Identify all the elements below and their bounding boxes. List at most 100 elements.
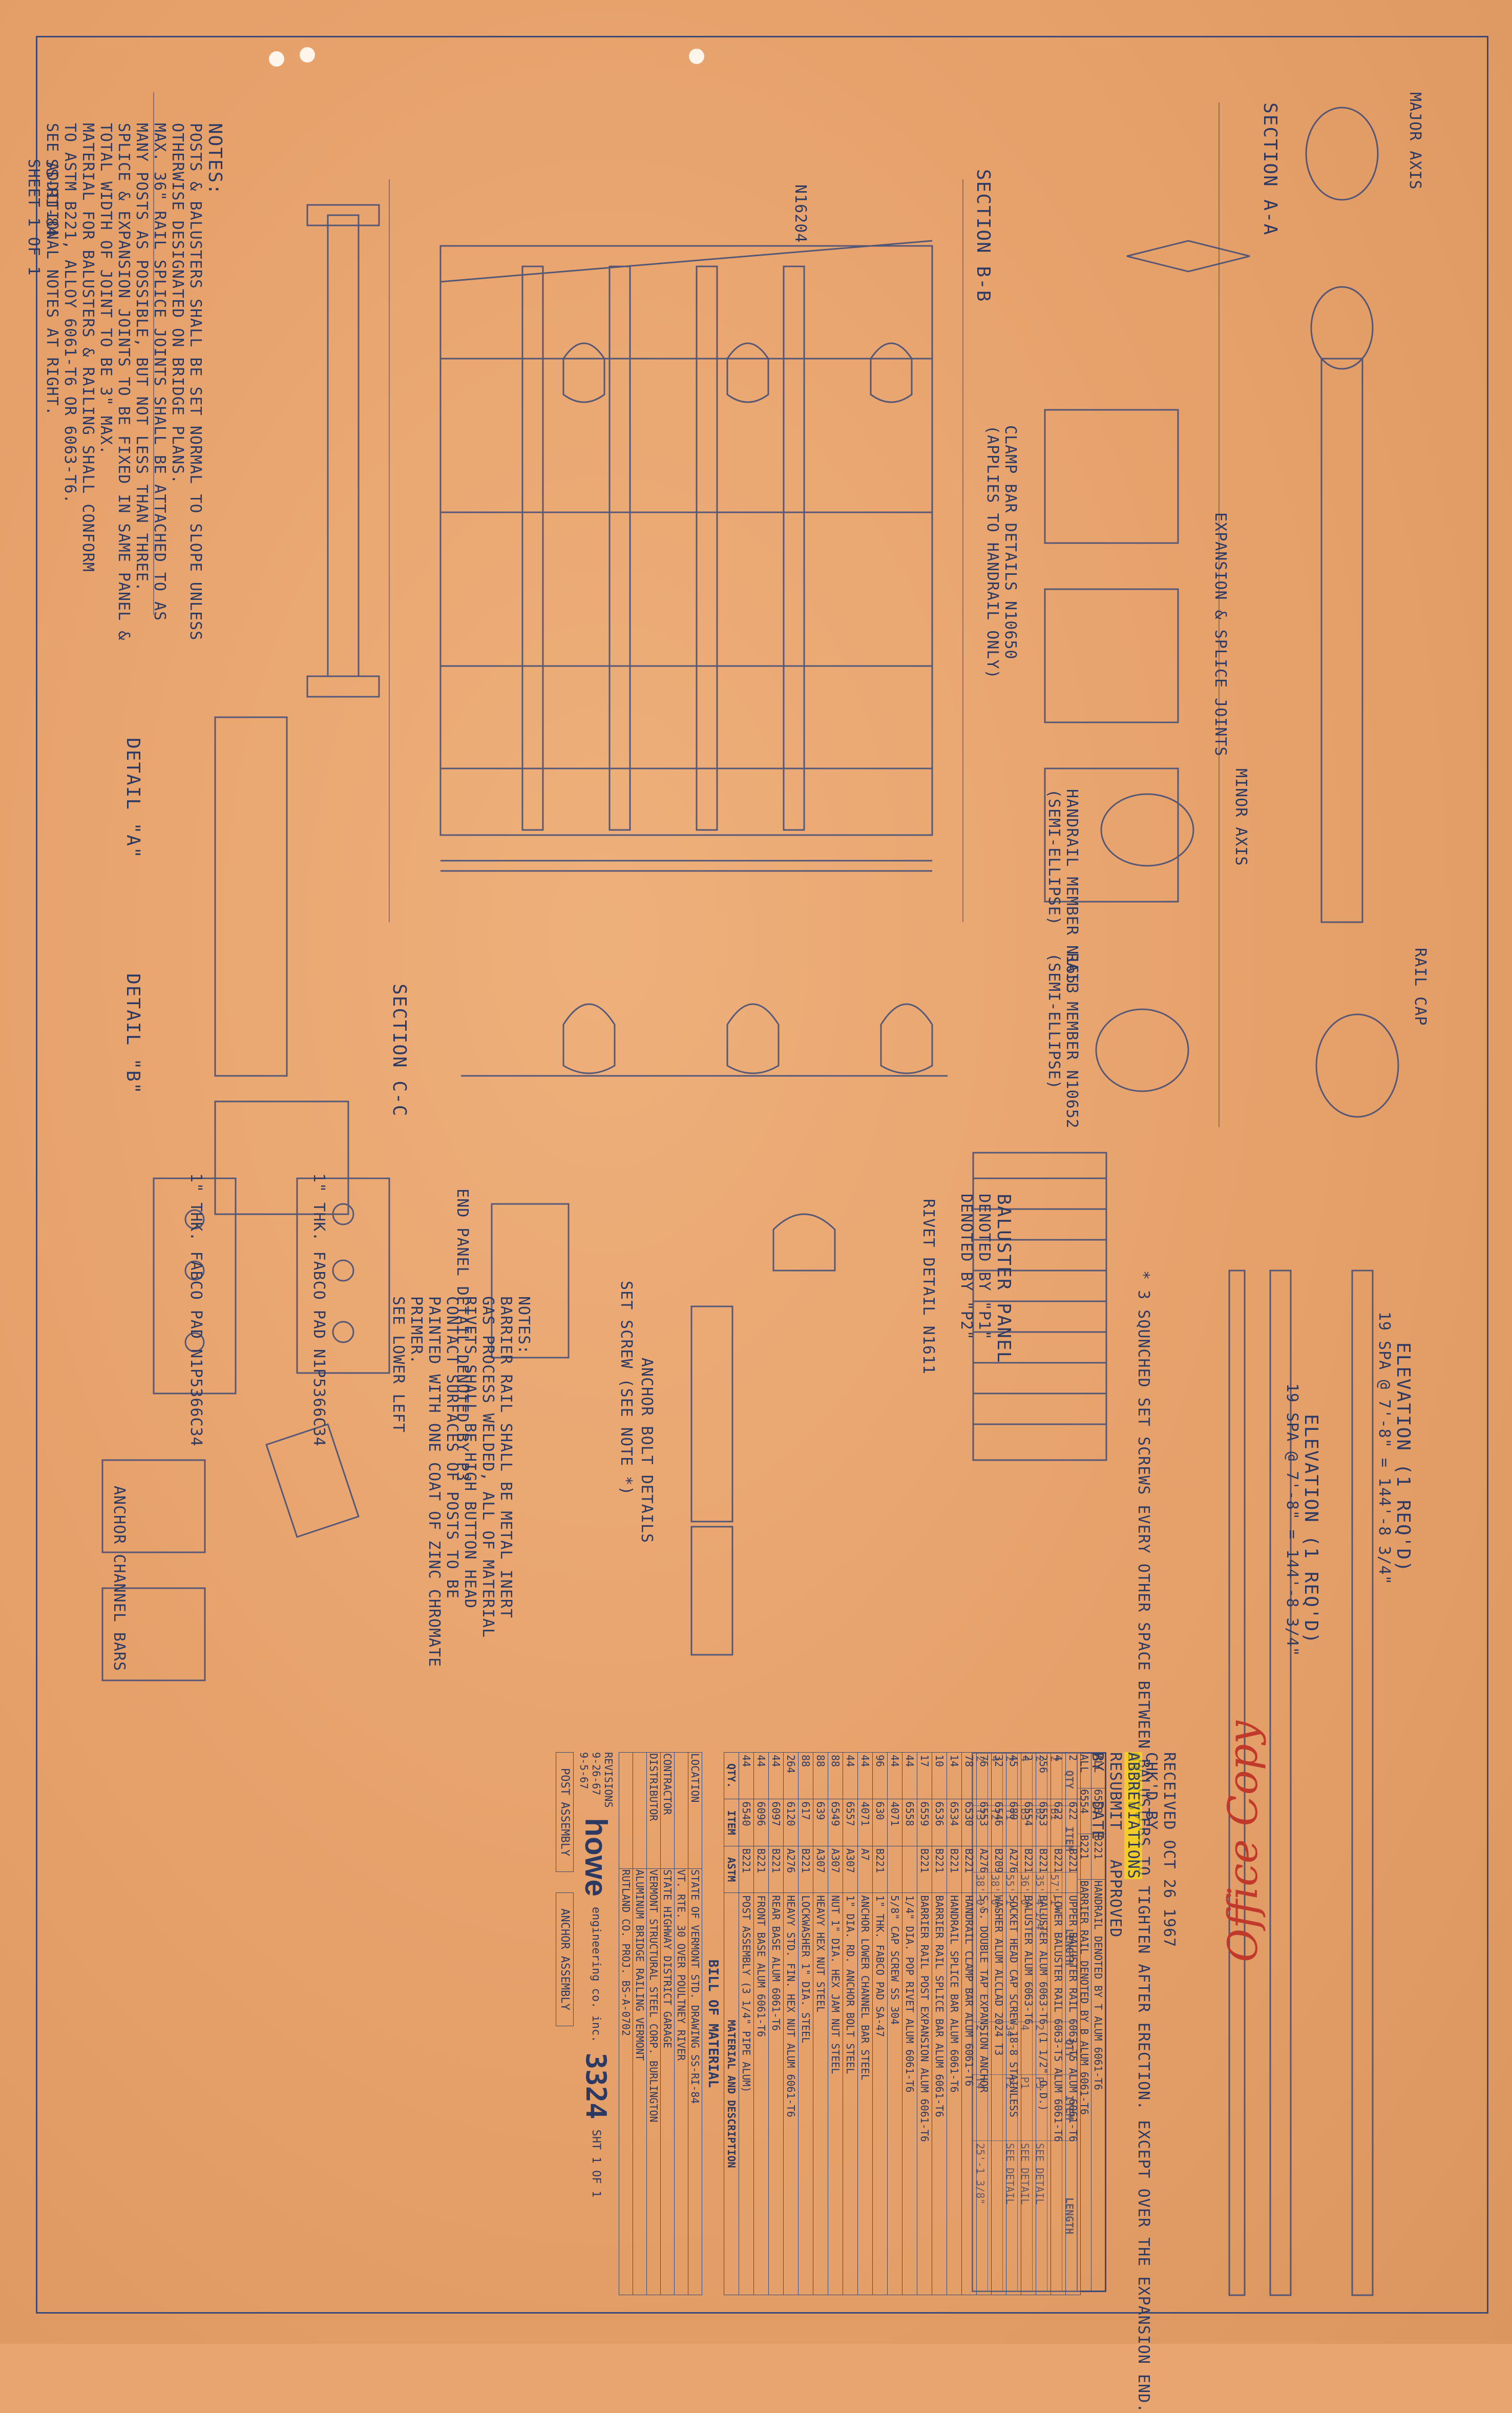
drawing-number: 3324 <box>580 2052 613 2119</box>
info-label: LOCATION <box>688 1752 702 1869</box>
table-cell: 6096 <box>753 1799 769 1846</box>
note-line: TOTAL WIDTH OF JOINT TO BE 3" MAX. <box>97 123 115 455</box>
pad-label: 1" THK. FABCO PAD N1P5366C34 <box>187 1173 205 1447</box>
table-cell: HANDRAIL DENOTED BY T ALUM 6061-T6 <box>1091 1879 1105 2291</box>
note-line: MATERIAL FOR BALUSTERS & RAILING SHALL C… <box>79 123 97 572</box>
table-cell: S.S. DOUBLE TAP EXPANSION ANCHOR <box>976 1892 992 2295</box>
note-line: MAX. 36" RAIL SPLICE JOINTS SHALL BE ATT… <box>151 123 169 621</box>
table-cell: 2 <box>1065 1752 1081 1799</box>
table-cell: 32 <box>991 1752 1006 1799</box>
pad-label: 1" THK. FABCO PAD N1P5366C34 <box>310 1173 328 1447</box>
table-cell: B221 <box>1051 1846 1066 1893</box>
baluster-panel-title: BALUSTER PANEL <box>993 1194 1014 1364</box>
info-value: RUTLAND CO. PROJ. BS-A-0702 <box>619 1868 633 2295</box>
info-value: STATE OF VERMONT STD. DRAWING SS-RI-84 <box>688 1868 702 2295</box>
table-cell: 622 <box>1065 1799 1081 1846</box>
table-cell: 6554 <box>1021 1799 1036 1846</box>
table-cell: 6097 <box>768 1799 784 1846</box>
table-cell: ITEM <box>724 1799 739 1846</box>
table-cell: ASTM <box>724 1846 739 1893</box>
table-cell: 96 <box>872 1752 888 1799</box>
table-cell: B221 <box>1021 1846 1036 1893</box>
table-cell: BALUSTER ALUM 6063-T6 (1 1/2" O.D.) <box>1036 1892 1051 2295</box>
table-cell: SOCKET HEAD CAP SCREW 18-8 STAINLESS <box>1006 1892 1021 2295</box>
table-cell: 622 <box>1051 1799 1066 1846</box>
table-cell: 256 <box>1036 1752 1051 1799</box>
anchor-channel-label: ANCHOR CHANNEL BARS <box>110 1486 128 1672</box>
table-cell: BARRIER RAIL POST EXPANSION ALUM 6061-T6 <box>917 1892 932 2295</box>
add-note-line: BARRIER RAIL SHALL BE METAL INERT <box>497 1296 515 1619</box>
elevation-label: ELEVATION (1 REQ'D) <box>1393 1342 1414 1573</box>
table-cell: QTY. <box>724 1752 739 1799</box>
table-cell: FRONT BASE ALUM 6061-T6 <box>753 1892 769 2295</box>
table-cell: 617 <box>798 1799 813 1846</box>
notes-block: NOTES: POSTS & BALUSTERS SHALL BE SET NO… <box>43 123 225 640</box>
table-cell: 1/4" DIA. POP RIVET ALUM 6061-T6 <box>902 1892 917 2295</box>
table-cell: POST ASSEMBLY (3 1/4" PIPE ALUM) <box>739 1892 754 2295</box>
table-cell: REAR BASE ALUM 6061-T6 <box>768 1892 784 2295</box>
group-label: POST ASSEMBLY <box>556 1752 574 1873</box>
table-cell: 78 <box>961 1752 977 1799</box>
table-cell: 44 <box>902 1752 917 1799</box>
table-cell: 44 <box>843 1752 858 1799</box>
table-cell: 10 <box>932 1752 947 1799</box>
table-cell: HEAVY HEX NUT STEEL <box>813 1892 828 2295</box>
baluster-panel-sub: DENOTED BY "P2" <box>957 1194 975 1340</box>
table-cell: 2 <box>1021 1752 1036 1799</box>
table-cell: 6558 <box>902 1799 917 1846</box>
table-cell: 6559 <box>917 1799 932 1846</box>
table-cell: HANDRAIL SPLICE BAR ALUM 6061-T6 <box>947 1892 962 2295</box>
table-cell: MATERIAL AND DESCRIPTION <box>724 1892 739 2295</box>
clamp-bar-label: CLAMP BAR DETAILS N10650 (APPLIES TO HAN… <box>983 425 1019 679</box>
minor-axis-label: MINOR AXIS <box>1232 768 1250 866</box>
table-cell: 639 <box>813 1799 828 1846</box>
info-value: STATE HIGHWAY DISTRICT GARAGE <box>660 1868 675 2295</box>
table-cell: 17 <box>917 1752 932 1799</box>
table-cell: 6534 <box>947 1799 962 1846</box>
table-cell: 6540 <box>739 1799 754 1846</box>
spacing-label: 19 SPA @ 7'-8" = 144'-8 3/4" <box>1375 1312 1393 1585</box>
table-cell: BALUSTER ALUM 6063-T6 <box>1021 1892 1036 2295</box>
note-line: MANY POSTS AS POSSIBLE, BUT NOT LESS THA… <box>133 123 151 592</box>
rail-member-title: RAIL MEMBER N10652 <box>1063 953 1081 1129</box>
table-cell: 45 <box>1006 1752 1021 1799</box>
table-cell: 6557 <box>843 1799 858 1846</box>
add-note-line: GAS PROCESS WELDED, ALL OF MATERIAL <box>479 1296 497 1638</box>
add-notes-title: NOTES: <box>515 1296 533 1355</box>
table-cell: 264 <box>783 1752 799 1799</box>
table-cell: 4071 <box>857 1799 873 1846</box>
table-cell: 76 <box>976 1752 992 1799</box>
table-cell: 6549 <box>828 1799 843 1846</box>
table-cell: LOWER BALUSTER RAIL 6063-T5 ALUM 6061-T6 <box>1051 1892 1066 2295</box>
detail-b-label: DETAIL "B" <box>122 973 143 1095</box>
table-cell: ANCHOR LOWER CHANNEL BAR STEEL <box>857 1892 873 2295</box>
table-cell: A276 <box>783 1846 799 1893</box>
punch-hole-icon <box>300 47 315 63</box>
note-line: POSTS & BALUSTERS SHALL BE SET NORMAL TO… <box>186 123 204 641</box>
table-cell: 4071 <box>887 1799 902 1846</box>
revisions-label: REVISIONS <box>602 1752 615 1808</box>
table-cell: 6553 <box>976 1799 992 1846</box>
end-panel-label: END PANEL DETAIL DENOTED BY P3 <box>453 1189 471 1482</box>
table-cell: 5/8" CAP SCREW SS 304 <box>887 1892 902 2295</box>
section-cc-label: SECTION C-C <box>389 984 410 1117</box>
office-copy-stamp: Office Copy <box>1219 1720 1267 1962</box>
table-cell: A307 <box>813 1846 828 1893</box>
revisions: REVISIONS 9-26-67 9-5-67 <box>578 1752 615 1807</box>
table-cell: 44 <box>753 1752 769 1799</box>
received-line: APPROVED <box>1106 1859 1124 1938</box>
company-sub: engineering co. inc. <box>590 1906 603 2043</box>
baluster-panel-label: BALUSTER PANEL DENOTED BY "P1" DENOTED B… <box>957 1194 1014 1363</box>
set-screw-label: SET SCREW (SEE NOTE *) <box>617 1281 635 1496</box>
table-cell: 630 <box>872 1799 888 1846</box>
punch-hole-icon <box>689 49 704 64</box>
note-line: OTHERWISE DESIGNATED ON BRIDGE PLANS. <box>169 123 186 485</box>
sheet-number: SHT 1 OF 1 <box>590 2129 603 2198</box>
